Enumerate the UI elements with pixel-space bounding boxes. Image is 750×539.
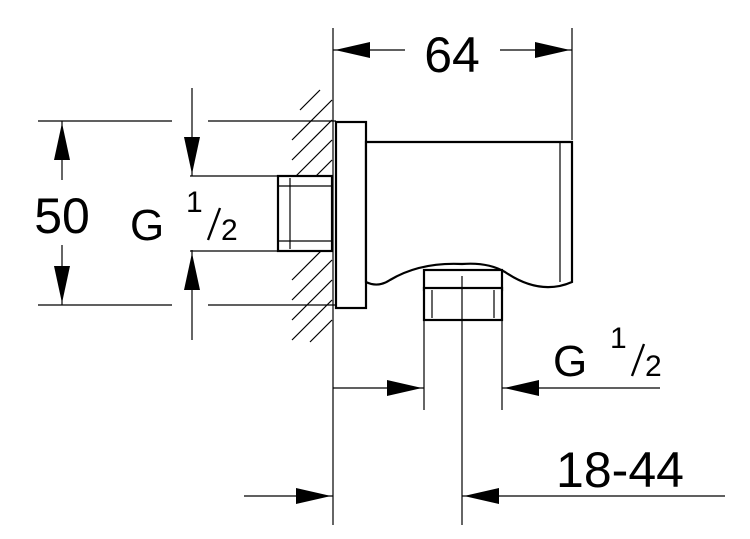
- wall-nipple: [276, 174, 334, 253]
- dimension-50: 50: [34, 120, 336, 306]
- dimension-64: 64: [333, 27, 573, 140]
- outlet-body: [364, 140, 574, 289]
- dimension-18-44: 18-44: [244, 442, 725, 504]
- wall-thread-letter: G: [130, 201, 164, 250]
- wall-thread-dimension: G 1 2: [130, 88, 278, 340]
- outlet-thread-dimension: G 1 2: [333, 322, 662, 396]
- outlet-thread-denominator: 2: [645, 350, 662, 383]
- outlet-thread-numerator: 1: [610, 322, 627, 355]
- outlet-thread-letter: G: [553, 337, 587, 386]
- rosette-flange: [334, 120, 368, 310]
- wall-thread-numerator: 1: [186, 186, 203, 219]
- dimension-64-label: 64: [424, 27, 480, 83]
- outlet-nipple: [422, 268, 504, 322]
- dimension-50-label: 50: [34, 188, 90, 244]
- dimension-18-44-label: 18-44: [556, 442, 684, 498]
- wall-thread-denominator: 2: [221, 214, 238, 247]
